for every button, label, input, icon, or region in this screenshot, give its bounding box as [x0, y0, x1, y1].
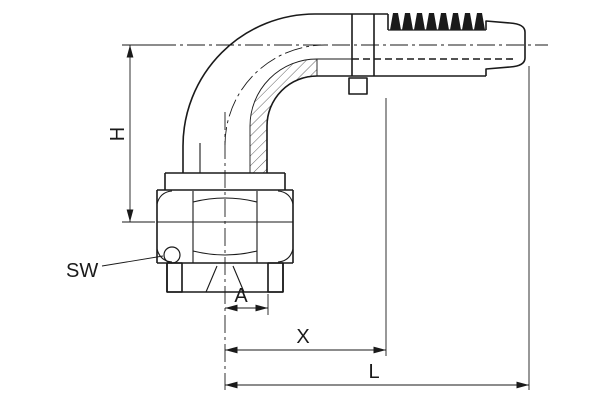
neck-section-hatch-right [267, 262, 284, 293]
hex-outline [156, 189, 294, 264]
barb-tooth [438, 13, 449, 30]
dimensions [101, 44, 530, 390]
barb-tooth [450, 13, 461, 30]
seal-cone-lines [205, 265, 245, 293]
dimension-a [225, 294, 269, 315]
hose-tail-end [485, 20, 526, 76]
dimension-l-label: L [368, 361, 379, 383]
dimension-x-label: X [296, 326, 309, 348]
dimension-sw [101, 255, 164, 267]
dimension-h-label: H [107, 127, 129, 141]
centerlines [158, 44, 548, 390]
o-ring-detail [348, 77, 368, 95]
swivel-collar [164, 172, 286, 190]
barb-tooth [426, 13, 437, 30]
dimension-sw-label: SW [66, 260, 98, 282]
hex-top-chamfers [156, 190, 294, 205]
dimension-h [122, 44, 160, 223]
hose-barb-serrations [390, 13, 485, 30]
barb-tooth [462, 13, 473, 30]
barb-tooth [402, 13, 413, 30]
hex-nut [156, 172, 294, 293]
hex-bottom-chamfers [156, 248, 294, 263]
dimension-x [225, 98, 387, 356]
elbow-outer-contour [182, 13, 388, 173]
dimension-a-label: A [234, 285, 248, 307]
elbow-inner-contour [266, 75, 486, 173]
barb-tooth [414, 13, 425, 30]
neck-section-hatch-left [166, 262, 183, 293]
fitting-body [182, 13, 526, 173]
dimension-l [225, 66, 530, 390]
barb-tooth [390, 13, 401, 30]
sw-leader-line [101, 255, 164, 267]
barb-tooth [474, 13, 485, 30]
